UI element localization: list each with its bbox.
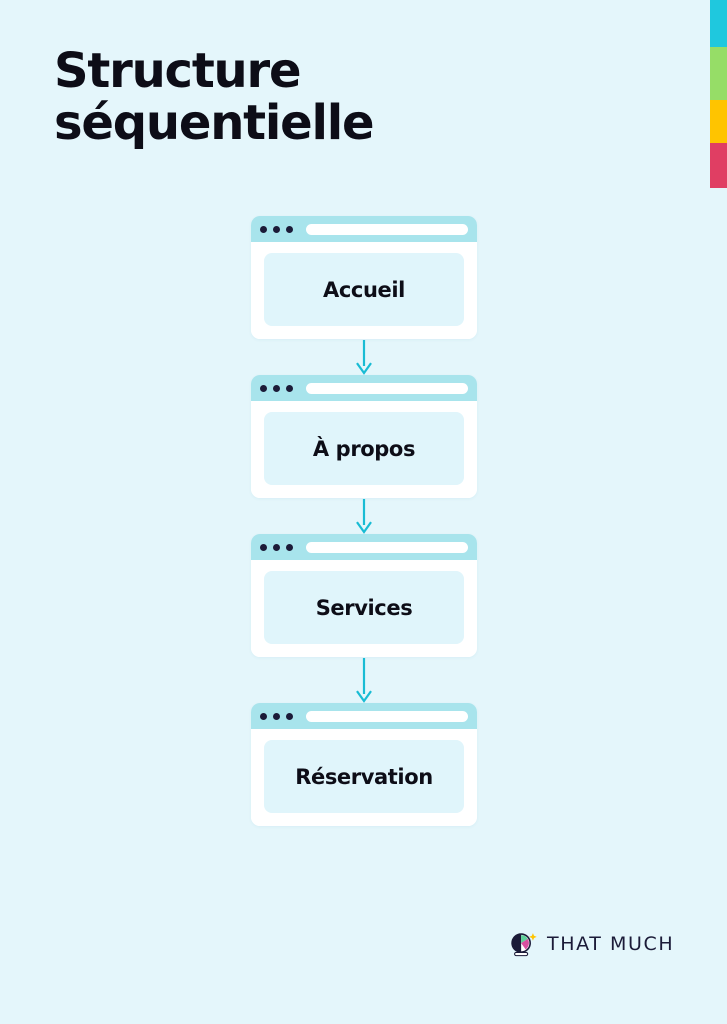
browser-body: Réservation (251, 729, 477, 826)
browser-titlebar (251, 375, 477, 401)
window-dot-icon (260, 543, 267, 551)
browser-titlebar (251, 534, 477, 560)
window-dot-icon (286, 712, 293, 720)
window-control-dots (260, 712, 293, 720)
window-dot-icon (286, 225, 293, 233)
flow-arrow-3 (251, 657, 477, 703)
browser-card-services[interactable]: Services (251, 534, 477, 657)
color-swatch-green (710, 47, 727, 100)
page-title-line-1: Structure (54, 43, 302, 99)
crystal-ball-icon (511, 933, 537, 957)
window-dot-icon (260, 712, 267, 720)
browser-url-bar[interactable] (306, 541, 468, 553)
browser-body: À propos (251, 401, 477, 498)
sparkle-icon (529, 933, 537, 941)
browser-titlebar (251, 216, 477, 242)
color-swatch-yellow (710, 100, 727, 143)
page-content-box: Services (264, 571, 464, 644)
color-strip (710, 0, 727, 188)
window-control-dots (260, 543, 293, 551)
page-content-box: Réservation (264, 740, 464, 813)
browser-card-accueil[interactable]: Accueil (251, 216, 477, 339)
flow-arrow-1 (251, 339, 477, 375)
window-dot-icon (260, 384, 267, 392)
browser-body: Accueil (251, 242, 477, 339)
sequential-flow-diagram: Accueil À propos (251, 216, 477, 826)
window-dot-icon (286, 384, 293, 392)
window-dot-icon (273, 225, 280, 233)
brand-logo: THAT MUCH (508, 929, 674, 959)
browser-url-bar[interactable] (306, 710, 468, 722)
page-label: Accueil (323, 277, 405, 302)
browser-url-bar[interactable] (306, 382, 468, 394)
page-content-box: À propos (264, 412, 464, 485)
window-control-dots (260, 225, 293, 233)
color-swatch-pink (710, 143, 727, 188)
browser-card-a-propos[interactable]: À propos (251, 375, 477, 498)
browser-body: Services (251, 560, 477, 657)
window-dot-icon (286, 543, 293, 551)
window-dot-icon (273, 543, 280, 551)
browser-titlebar (251, 703, 477, 729)
window-control-dots (260, 384, 293, 392)
page-content-box: Accueil (264, 253, 464, 326)
window-dot-icon (273, 712, 280, 720)
window-dot-icon (273, 384, 280, 392)
page-title-line-2: séquentielle (54, 94, 375, 151)
flow-arrow-2 (251, 498, 477, 534)
browser-card-reservation[interactable]: Réservation (251, 703, 477, 826)
page-label: Réservation (295, 764, 433, 789)
page-title: Structure séquentielle (54, 43, 614, 151)
page-label: À propos (312, 436, 416, 461)
window-dot-icon (260, 225, 267, 233)
brand-name: THAT MUCH (547, 933, 675, 955)
color-swatch-cyan (710, 0, 727, 47)
browser-url-bar[interactable] (306, 223, 468, 235)
page-label: Services (315, 595, 413, 620)
